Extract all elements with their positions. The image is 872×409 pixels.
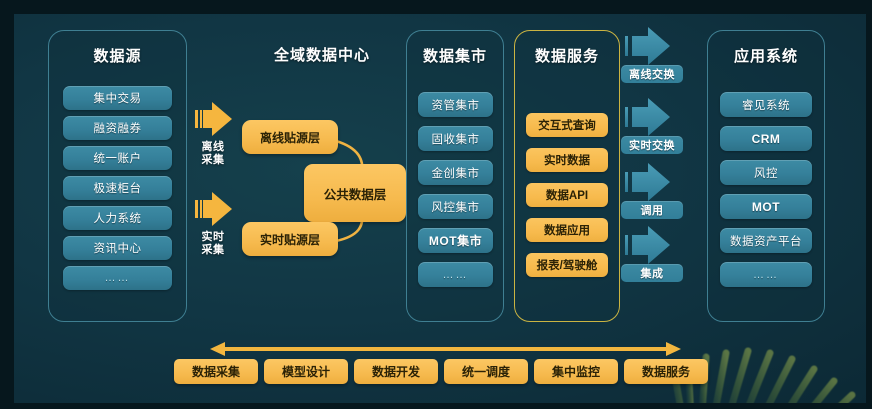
pill-data-source-1[interactable]: 融资融券 bbox=[63, 116, 172, 140]
diagram-canvas: 数据源 集中交易 融资融券 统一账户 极速柜台 人力系统 资讯中心 …… bbox=[14, 14, 866, 403]
panel-title-application-system: 应用系统 bbox=[733, 48, 798, 65]
pill-data-service-1[interactable]: 实时数据 bbox=[526, 148, 608, 172]
pill-label: …… bbox=[442, 268, 469, 281]
panel-title-data-service: 数据服务 bbox=[534, 48, 599, 65]
pill-label: MOT集市 bbox=[428, 234, 483, 248]
pill-data-source-3[interactable]: 极速柜台 bbox=[63, 176, 172, 200]
pipeline-step-3[interactable]: 统一调度 bbox=[444, 359, 528, 384]
pipeline-step-label: 集中监控 bbox=[551, 365, 600, 379]
ingest-label-line1: 实时 bbox=[201, 231, 225, 243]
panel-title-data-center: 全域数据中心 bbox=[273, 47, 370, 64]
pill-data-market-2[interactable]: 金创集市 bbox=[418, 160, 493, 185]
exchange-label-text: 实时交换 bbox=[629, 140, 675, 152]
pill-application-2[interactable]: 风控 bbox=[720, 160, 812, 185]
ingest-label-line2: 采集 bbox=[201, 244, 225, 256]
pill-label: 固收集市 bbox=[431, 133, 480, 146]
pill-data-source-0[interactable]: 集中交易 bbox=[63, 86, 172, 110]
pill-label: 风控 bbox=[754, 167, 778, 180]
pill-application-4[interactable]: 数据资产平台 bbox=[720, 228, 812, 253]
pill-data-market-0[interactable]: 资管集市 bbox=[418, 92, 493, 117]
exchange-label-text: 集成 bbox=[640, 268, 664, 280]
panel-data-service: 数据服务 bbox=[514, 30, 620, 322]
pill-application-0[interactable]: 睿见系统 bbox=[720, 92, 812, 117]
pill-label: 融资融券 bbox=[93, 123, 142, 135]
ingest-arrow-label-realtime: 实时 采集 bbox=[189, 231, 237, 257]
pill-label: 数据API bbox=[545, 190, 589, 202]
exchange-label-text: 离线交换 bbox=[629, 69, 675, 81]
panel-title-data-market: 数据集市 bbox=[422, 48, 487, 65]
pill-label: …… bbox=[104, 272, 131, 284]
pill-label: 极速柜台 bbox=[93, 183, 142, 195]
pipeline-double-arrow bbox=[210, 342, 681, 356]
pill-label: 资讯中心 bbox=[93, 243, 142, 255]
frame-edge-right bbox=[866, 0, 872, 409]
pill-label: 数据资产平台 bbox=[730, 235, 802, 248]
frame-edge-left bbox=[0, 0, 14, 409]
pill-label: MOT bbox=[751, 199, 781, 214]
pill-label: 人力系统 bbox=[93, 213, 142, 225]
exchange-label-text: 调用 bbox=[640, 205, 664, 217]
layer-box-realtime-source[interactable]: 实时贴源层 bbox=[242, 222, 338, 256]
layer-box-offline-source[interactable]: 离线贴源层 bbox=[242, 120, 338, 154]
pill-label: CRM bbox=[751, 131, 781, 146]
pipeline-step-label: 统一调度 bbox=[461, 365, 510, 379]
pill-label: 数据应用 bbox=[544, 225, 590, 237]
layer-box-label: 实时贴源层 bbox=[259, 232, 320, 247]
layer-box-label: 公共数据层 bbox=[323, 187, 387, 202]
panel-title-data-source: 数据源 bbox=[93, 48, 142, 65]
pill-label: 资管集市 bbox=[431, 99, 480, 112]
pipeline-step-2[interactable]: 数据开发 bbox=[354, 359, 438, 384]
layer-box-label: 离线贴源层 bbox=[259, 130, 320, 145]
pill-label: 集中交易 bbox=[93, 93, 142, 105]
pill-data-source-4[interactable]: 人力系统 bbox=[63, 206, 172, 230]
ingest-arrow-label-offline: 离线 采集 bbox=[189, 141, 237, 167]
pipeline-step-label: 数据开发 bbox=[371, 365, 420, 379]
pill-application-3[interactable]: MOT bbox=[720, 194, 812, 219]
pill-data-source-2[interactable]: 统一账户 bbox=[63, 146, 172, 170]
pill-label: 交互式查询 bbox=[538, 120, 596, 132]
pill-data-market-5[interactable]: …… bbox=[418, 262, 493, 287]
pipeline-step-0[interactable]: 数据采集 bbox=[174, 359, 258, 384]
pill-data-service-3[interactable]: 数据应用 bbox=[526, 218, 608, 242]
ingest-label-line2: 采集 bbox=[201, 154, 225, 166]
pill-data-service-4[interactable]: 报表/驾驶舱 bbox=[526, 253, 608, 277]
layer-box-common-data[interactable]: 公共数据层 bbox=[304, 164, 406, 222]
pill-label: …… bbox=[753, 268, 779, 281]
pill-data-service-2[interactable]: 数据API bbox=[526, 183, 608, 207]
pipeline-step-label: 数据采集 bbox=[191, 365, 240, 379]
pill-label: 金创集市 bbox=[431, 167, 480, 180]
pill-data-market-3[interactable]: 风控集市 bbox=[418, 194, 493, 219]
pill-label: 风控集市 bbox=[431, 201, 480, 214]
pill-label: 睿见系统 bbox=[742, 99, 790, 112]
pipeline-step-label: 模型设计 bbox=[281, 365, 330, 379]
pipeline-step-label: 数据服务 bbox=[641, 365, 690, 379]
pill-data-source-5[interactable]: 资讯中心 bbox=[63, 236, 172, 260]
pill-application-1[interactable]: CRM bbox=[720, 126, 812, 151]
exchange-label-3[interactable]: 集成 bbox=[621, 264, 683, 282]
pill-data-service-0[interactable]: 交互式查询 bbox=[526, 113, 608, 137]
pipeline-step-5[interactable]: 数据服务 bbox=[624, 359, 708, 384]
pill-application-5[interactable]: …… bbox=[720, 262, 812, 287]
exchange-label-2[interactable]: 调用 bbox=[621, 201, 683, 219]
pill-data-market-1[interactable]: 固收集市 bbox=[418, 126, 493, 151]
pill-label: 报表/驾驶舱 bbox=[536, 260, 598, 272]
pipeline-step-4[interactable]: 集中监控 bbox=[534, 359, 618, 384]
pill-label: 统一账户 bbox=[93, 153, 142, 165]
exchange-label-0[interactable]: 离线交换 bbox=[621, 65, 683, 83]
pill-data-source-6[interactable]: …… bbox=[63, 266, 172, 290]
exchange-label-1[interactable]: 实时交换 bbox=[621, 136, 683, 154]
ingest-label-line1: 离线 bbox=[201, 141, 225, 153]
pipeline-step-1[interactable]: 模型设计 bbox=[264, 359, 348, 384]
pill-label: 实时数据 bbox=[544, 155, 590, 167]
frame-edge-top bbox=[0, 0, 872, 14]
frame-edge-bottom bbox=[0, 403, 872, 409]
pill-data-market-4[interactable]: MOT集市 bbox=[418, 228, 493, 253]
